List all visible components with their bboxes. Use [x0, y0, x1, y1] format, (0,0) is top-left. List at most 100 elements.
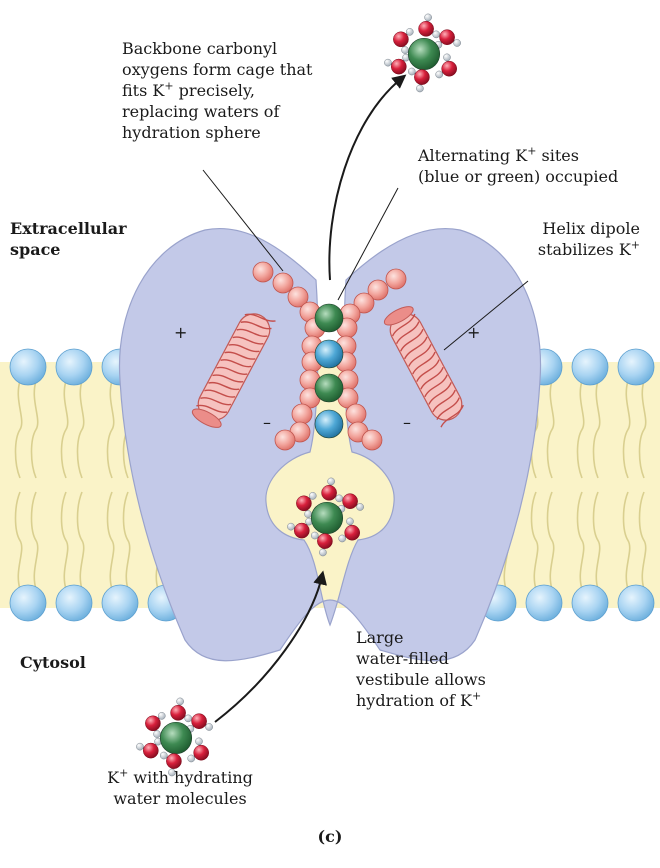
vestibule-line-4: hydration of K+ [356, 690, 486, 711]
k-ion-green [311, 502, 343, 534]
water-oxygen [317, 534, 332, 549]
water-hydrogen [408, 68, 415, 75]
vestibule-line-3: vestibule allows [356, 669, 486, 690]
extracellular-line-1: Extracellular [10, 218, 127, 239]
water-oxygen [393, 32, 408, 47]
water-hydrogen [287, 523, 294, 530]
dipole-minus-right: – [403, 413, 411, 432]
vestibule-line-2: water-filled [356, 648, 486, 669]
panel-label: (c) [300, 826, 360, 847]
carbonyl-oxygen [346, 404, 366, 424]
hydrated-k-ion-cytosol [136, 698, 212, 776]
water-hydrogen [328, 478, 335, 485]
extracellular-label: Extracellular space [10, 218, 127, 260]
water-hydrogen [319, 549, 326, 556]
lipid-head-inner [10, 585, 46, 621]
hydrated-line-1: K+ with hydrating [70, 767, 290, 788]
lipid-head-inner [102, 585, 138, 621]
carbonyl-oxygen [386, 269, 406, 289]
water-oxygen [322, 485, 337, 500]
backbone-line-5: hydration sphere [122, 122, 312, 143]
hydrated-k-ion-top [384, 14, 460, 92]
water-hydrogen [433, 31, 440, 38]
water-oxygen [343, 494, 358, 509]
water-hydrogen [195, 738, 202, 745]
carbonyl-oxygen [292, 404, 312, 424]
water-hydrogen [454, 39, 461, 46]
water-oxygen [440, 30, 455, 45]
water-hydrogen [304, 511, 311, 518]
water-hydrogen [188, 755, 195, 762]
water-oxygen [294, 523, 309, 538]
cytosol-label: Cytosol [20, 652, 86, 673]
alternating-sites-label: Alternating K+ sites (blue or green) occ… [418, 145, 618, 187]
water-oxygen [296, 496, 311, 511]
k-ion-green [160, 722, 192, 754]
k-ion-green [315, 304, 343, 332]
vestibule-line-1: Large [356, 627, 486, 648]
carbonyl-oxygen [273, 273, 293, 293]
water-hydrogen [357, 503, 364, 510]
water-oxygen [419, 21, 434, 36]
water-oxygen [442, 61, 457, 76]
dipole-plus-right: + [467, 323, 480, 342]
water-hydrogen [153, 731, 160, 738]
water-hydrogen [425, 14, 432, 21]
water-hydrogen [309, 492, 316, 499]
hydrated-ion-label: K+ with hydrating water molecules [70, 767, 290, 809]
water-hydrogen [311, 532, 318, 539]
lipid-head-outer [56, 349, 92, 385]
lipid-head-inner [526, 585, 562, 621]
hydrated-line-2: water molecules [70, 788, 290, 809]
water-hydrogen [160, 752, 167, 759]
water-hydrogen [384, 59, 391, 66]
water-oxygen [194, 745, 209, 760]
backbone-carbonyl-label: Backbone carbonyl oxygens form cage that… [122, 38, 312, 143]
lipid-head-inner [572, 585, 608, 621]
water-oxygen [145, 716, 160, 731]
helix-line-1: Helix dipole [516, 218, 640, 239]
k-ion-blue [315, 410, 343, 438]
helix-dipole-label: Helix dipole stabilizes K+ [516, 218, 640, 260]
water-hydrogen [158, 712, 165, 719]
water-oxygen [143, 743, 158, 758]
backbone-line-3: fits K+ precisely, [122, 80, 312, 101]
dipole-minus-left: – [263, 413, 271, 432]
water-oxygen [345, 525, 360, 540]
lipid-head-inner [56, 585, 92, 621]
lipid-head-outer [572, 349, 608, 385]
k-ion-blue [315, 340, 343, 368]
sites-line-2: (blue or green) occupied [418, 166, 618, 187]
water-hydrogen [406, 28, 413, 35]
lipid-head-outer [10, 349, 46, 385]
lipid-head-inner [618, 585, 654, 621]
carbonyl-oxygen [275, 430, 295, 450]
water-hydrogen [346, 518, 353, 525]
backbone-line-1: Backbone carbonyl [122, 38, 312, 59]
extracellular-line-2: space [10, 239, 127, 260]
water-hydrogen [136, 743, 143, 750]
backbone-line-2: oxygens form cage that [122, 59, 312, 80]
dipole-plus-left: + [174, 323, 187, 342]
backbone-line-4: replacing waters of [122, 101, 312, 122]
water-hydrogen [416, 85, 423, 92]
vestibule-label: Large water-filled vestibule allows hydr… [356, 627, 486, 711]
water-hydrogen [336, 495, 343, 502]
water-hydrogen [401, 47, 408, 54]
lipid-head-outer [618, 349, 654, 385]
water-oxygen [414, 70, 429, 85]
k-ion-green [315, 374, 343, 402]
helix-line-2: stabilizes K+ [516, 239, 640, 260]
water-oxygen [391, 59, 406, 74]
k-ion-green [408, 38, 440, 70]
water-hydrogen [443, 54, 450, 61]
carbonyl-oxygen [253, 262, 273, 282]
water-oxygen [171, 705, 186, 720]
water-oxygen [192, 714, 207, 729]
water-hydrogen [185, 715, 192, 722]
water-hydrogen [206, 723, 213, 730]
water-hydrogen [436, 71, 443, 78]
water-hydrogen [339, 535, 346, 542]
